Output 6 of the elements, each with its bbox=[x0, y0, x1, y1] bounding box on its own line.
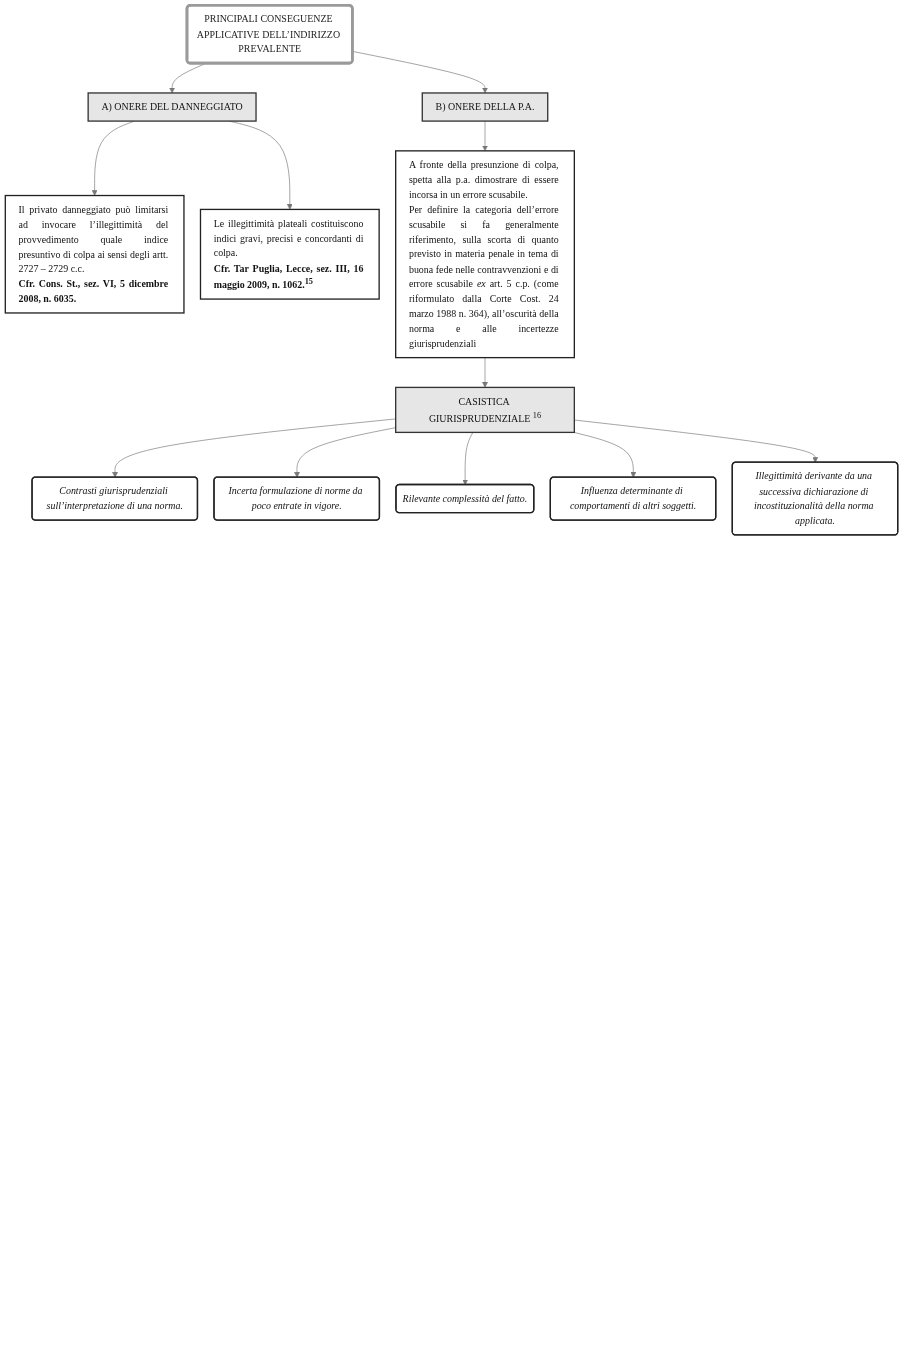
node-box: CASISTICA GIURISPRUDENZIALE $^{16}$ bbox=[395, 386, 575, 434]
node-box: A) ONERE DEL DANNEGGIATO bbox=[87, 92, 257, 122]
node-box: A fronte della presunzione di colpa, spetta alla p.a. dimostrare di essere incorsa in un errore scusabile. Per definire la categoria dell’errore scusabile si fa generalmente riferimento, sulla scorta di quanto previsto in materia penale in tema di buona fede nelle contravvenzioni e di errore scusabile ex art. 5 c.p. (come riformulato dalla Corte Cost. 24 marzo 1988 n. 364), all’oscurità della norma e alle incertezze giurisprudenziali bbox=[395, 150, 575, 359]
node-box: Il privato danneggiato può limitarsi ad invocare l’illegittimità del provvedimento quale indice presuntivo di colpa ai sensi degli artt. 2727 – 2729 c.c. Cfr. Cons. St., sez. VI, 5 dicembre 2008, n. 6035. bbox=[4, 194, 185, 314]
node-box: Le illegittimità plateali costituiscono indici gravi, precisi e concordanti di colpa. Cfr. Tar Puglia, Lecce, sez. III, 16 maggio 2009, n. 1062.$^{15}$ bbox=[199, 208, 380, 300]
node-box: B) ONERE DELLA P.A. bbox=[421, 92, 549, 122]
